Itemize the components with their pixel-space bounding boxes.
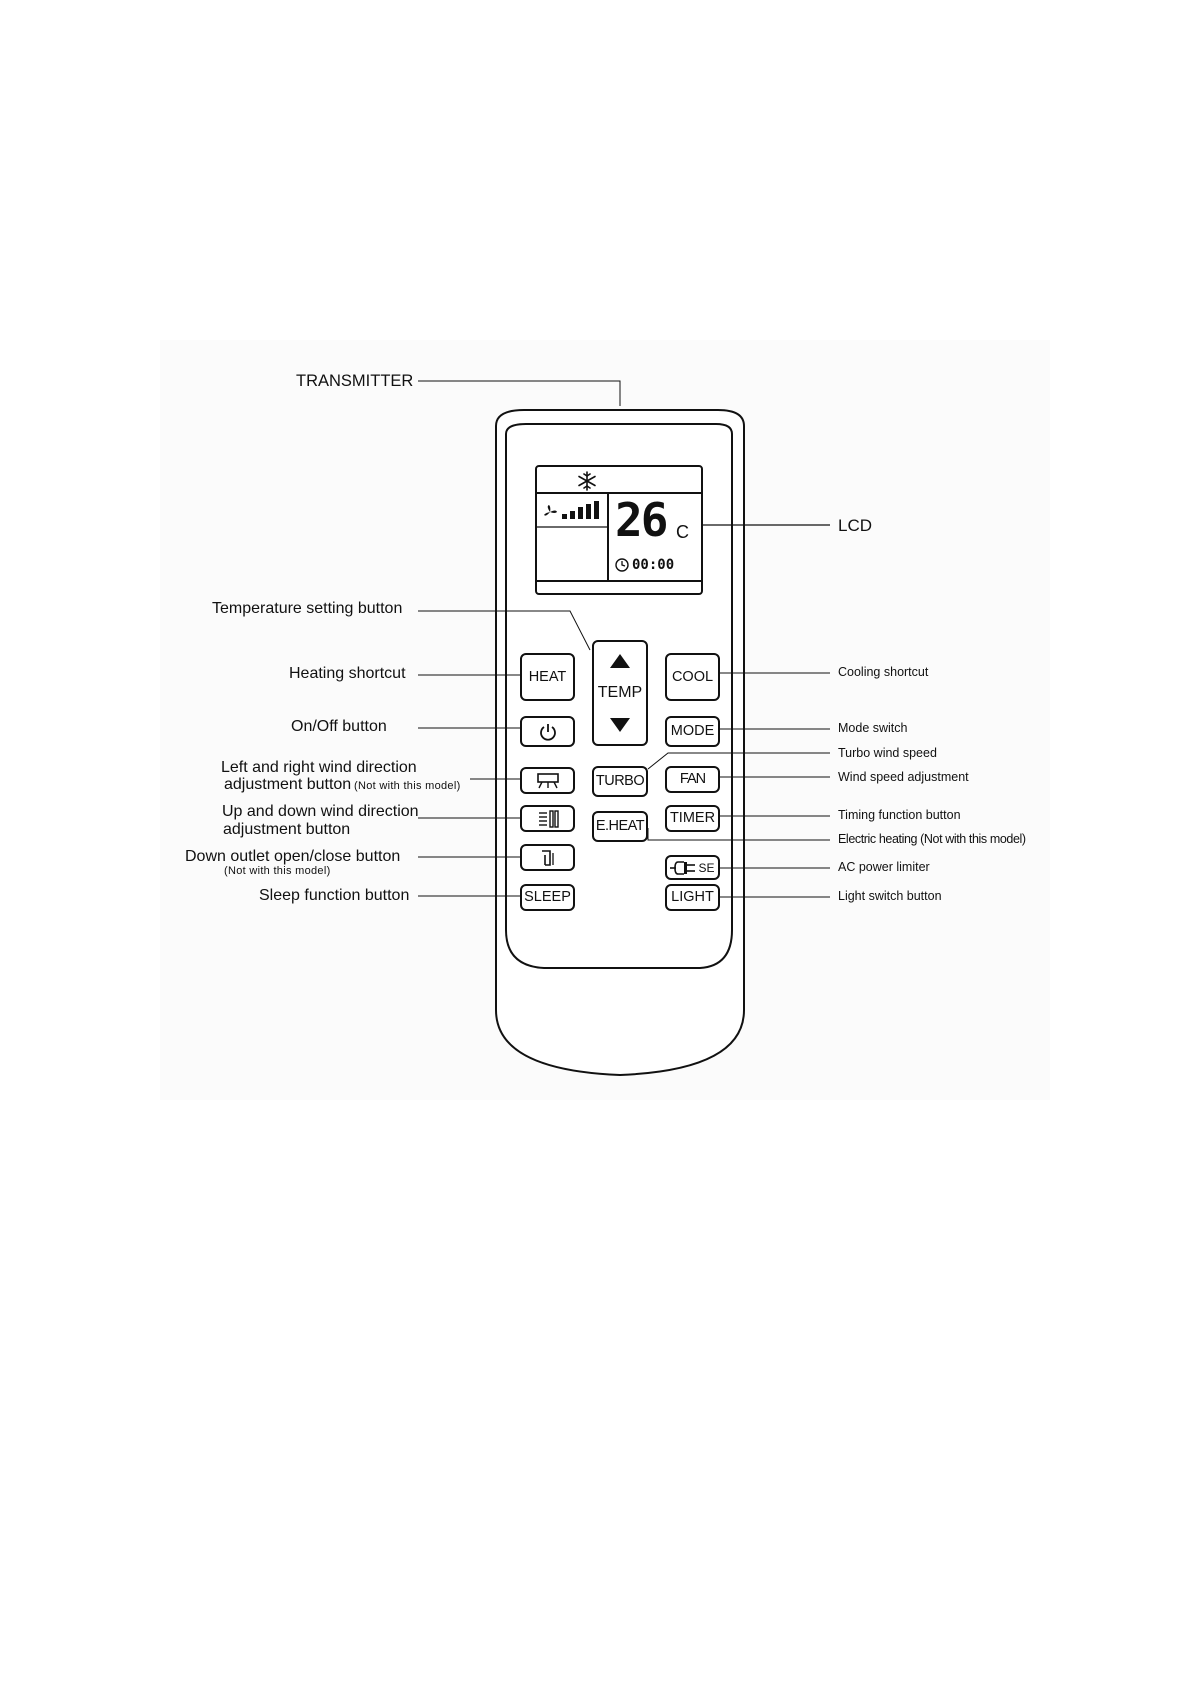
turbo-button[interactable]: TURBO [592,766,648,797]
se-button[interactable]: SE [665,855,720,880]
onoff-label: On/Off button [291,718,387,735]
lr-swing-button[interactable] [520,767,575,794]
timer-button-label: TIMER [669,810,716,827]
ac-power-limiter-label: AC power limiter [838,860,930,874]
light-button-label: LIGHT [671,889,714,906]
ud-swing-button[interactable] [520,805,575,832]
temp-setting-label: Temperature setting button [212,600,403,617]
ud-wind-label-line2: adjustment button [223,821,351,838]
ud-wind-label-line1: Up and down wind direction [222,803,419,820]
lr-wind-label-line1: Left and right wind direction [221,759,417,776]
mode-button[interactable]: MODE [665,716,720,747]
down-outlet-button[interactable] [520,844,575,871]
transmitter-label: TRANSMITTER [296,372,414,390]
lcd-time: 00:00 [632,557,675,573]
sleep-function-label: Sleep function button [259,887,410,904]
cool-button[interactable]: COOL [665,653,720,701]
heat-button-label: HEAT [528,668,567,685]
down-outlet-icon [541,849,554,866]
mode-button-label: MODE [670,723,715,740]
lcd-unit: C [676,522,689,542]
heat-button[interactable]: HEAT [520,653,575,701]
left-right-swing-icon [536,772,559,788]
triangle-down-icon[interactable] [610,718,630,732]
lcd-display: 26 C 00:00 [535,465,703,595]
temp-button[interactable]: TEMP [592,640,648,746]
down-outlet-label: Down outlet open/close button [185,848,401,865]
cooling-shortcut-label: Cooling shortcut [838,665,929,679]
electric-heating-label: Electric heating (Not with this model) [838,832,1026,846]
lcd-label: LCD [838,516,873,535]
onoff-button[interactable] [520,716,575,747]
turbo-button-label: TURBO [595,773,645,790]
clock-icon [615,558,629,572]
fan-speed-bars [562,501,599,519]
light-switch-label: Light switch button [838,889,942,903]
heating-shortcut-label: Heating shortcut [289,665,406,682]
lcd-temperature: 26 [615,493,668,547]
triangle-up-icon[interactable] [610,654,630,668]
light-button[interactable]: LIGHT [665,884,720,911]
timing-function-label: Timing function button [838,808,961,822]
fan-icon [544,505,557,516]
wind-speed-adjustment-label: Wind speed adjustment [838,770,969,784]
lr-wind-note: (Not with this model) [354,780,461,792]
eheat-button[interactable]: E.HEAT [592,811,648,842]
sleep-button[interactable]: SLEEP [520,884,575,911]
snowflake-icon [578,471,596,491]
lcd-dividers [537,492,701,582]
plug-icon [670,860,696,875]
temp-button-label: TEMP [597,684,643,701]
up-down-swing-icon [538,809,559,828]
turbo-speed-label: Turbo wind speed [838,746,937,760]
eheat-button-label: E.HEAT [595,818,645,835]
fan-button[interactable]: FAN [665,766,720,793]
power-icon [539,723,556,741]
lr-wind-label-line2: adjustment button [224,776,352,793]
timer-button[interactable]: TIMER [665,805,720,832]
fan-button-label: FAN [679,771,706,788]
down-outlet-note: (Not with this model) [224,865,331,877]
mode-switch-label: Mode switch [838,721,908,735]
cool-button-label: COOL [671,668,714,685]
se-button-label: SE [698,860,715,875]
sleep-button-label: SLEEP [524,889,571,906]
